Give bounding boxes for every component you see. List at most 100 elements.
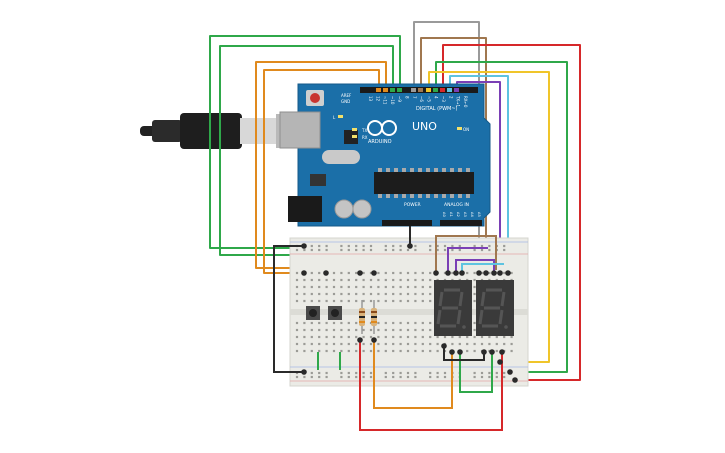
wire-endpoint [453, 270, 459, 276]
wire-endpoint [301, 369, 307, 375]
usb-jack [279, 111, 321, 149]
digital-pin-label: 4 [434, 96, 439, 99]
wire-endpoint [445, 270, 451, 276]
wire-endpoint [433, 270, 439, 276]
resistor-2 [371, 300, 377, 334]
wire-purple-jump2 [455, 259, 495, 273]
aref-label: AREF [341, 93, 352, 98]
digital-pin-sockets [376, 88, 459, 92]
seven-segment-display-1 [434, 280, 472, 336]
wire-green-bottom [459, 352, 493, 393]
digital-pin-label: 8 [405, 96, 410, 99]
digital-pin-label: ~5 [426, 96, 431, 102]
analog-pin-label: A2 [456, 212, 460, 217]
wire-endpoint [407, 243, 413, 249]
wire-cyan-jump [461, 263, 504, 273]
wires-breadboard [273, 226, 504, 431]
analog-header [440, 220, 482, 226]
wire-endpoint [505, 270, 511, 276]
wire-purple-jump1 [447, 247, 488, 273]
digital-pin-label: ~6 [419, 96, 424, 102]
wire-endpoint [371, 270, 377, 276]
analog-label: ANALOG IN [444, 202, 469, 208]
capacitor-2 [352, 199, 372, 219]
wire-endpoint [457, 349, 463, 355]
wire-black-mid [443, 346, 485, 361]
arduino-uno-board: ARDUINO UNO DIGITAL (PWM~) L TX RX ON PO… [279, 83, 491, 227]
digital-pin-label: ~9 [397, 96, 402, 102]
analog-pin-label: A5 [477, 212, 481, 217]
digital-pin-label: ~10 [390, 96, 395, 105]
wire-endpoint [497, 359, 503, 365]
wire-endpoint [371, 337, 377, 343]
analog-pin-label: A4 [470, 212, 474, 217]
digital-pin-label: 12 [375, 96, 380, 102]
digital-label: DIGITAL (PWM~) [416, 106, 458, 112]
arduino-logo-icon [367, 120, 397, 136]
model-text: UNO [412, 120, 437, 133]
pushbutton-2[interactable] [328, 306, 342, 320]
wire-endpoints [301, 243, 518, 383]
rx-label: RX [362, 135, 368, 140]
atmega-chip [374, 172, 474, 194]
wire-orange-bottom [373, 340, 453, 409]
wire-endpoint [481, 349, 487, 355]
digital-pin-label: 2 [448, 96, 453, 99]
wire-orange-inner [263, 69, 380, 274]
regulator [310, 174, 326, 186]
brand-text: ARDUINO [368, 139, 392, 145]
capacitor-1 [334, 199, 354, 219]
wire-endpoint [489, 349, 495, 355]
wire-endpoint [301, 243, 307, 249]
wire-yellow-right [428, 71, 550, 363]
digital-pin-label: ~11 [383, 96, 388, 105]
digital-pin-label: 13 [368, 96, 373, 102]
wire-endpoint [441, 343, 447, 349]
wire-red-bottom [359, 340, 503, 431]
wire-red-right [442, 44, 581, 381]
tx-led [352, 128, 357, 131]
wire-endpoint [323, 270, 329, 276]
wire-endpoint [449, 349, 455, 355]
wire-black-left [273, 245, 304, 373]
wire-endpoint [497, 270, 503, 276]
analog-pin-label: A0 [442, 212, 446, 217]
rx-led [352, 135, 357, 138]
digital-pin-label: 7 [412, 96, 417, 99]
wire-endpoint [499, 349, 505, 355]
gnd-label: GND [341, 99, 350, 104]
seven-segment-display-2 [476, 280, 514, 336]
wire-endpoint [301, 270, 307, 276]
power-jack [288, 196, 322, 222]
wire-endpoint [507, 369, 513, 375]
digital-pin-label: ~3 [441, 96, 446, 102]
crystal [322, 150, 360, 164]
wire-endpoint [476, 270, 482, 276]
pushbutton-1[interactable] [306, 306, 320, 320]
wire-endpoint [483, 270, 489, 276]
power-header [382, 220, 432, 226]
wire-endpoint [512, 377, 518, 383]
wire-brown-jump [435, 235, 497, 273]
analog-pin-label: A1 [449, 212, 453, 217]
led-l-label: L [333, 115, 336, 120]
digital-pin-label: RX←0 [463, 96, 468, 108]
wire-endpoint [491, 270, 497, 276]
resistor-1 [359, 300, 365, 334]
wire-endpoint [357, 270, 363, 276]
usb-chip [344, 130, 358, 144]
wire-cyan [449, 75, 509, 273]
analog-pin-label: A3 [463, 212, 467, 217]
on-led [457, 127, 462, 130]
on-label: ON [463, 127, 469, 132]
power-label: POWER [404, 202, 421, 208]
wire-endpoint [357, 337, 363, 343]
wire-endpoint [459, 270, 465, 276]
digital-pin-label: TX→1 [456, 95, 461, 108]
l-led [338, 115, 343, 118]
tx-label: TX [361, 128, 367, 133]
